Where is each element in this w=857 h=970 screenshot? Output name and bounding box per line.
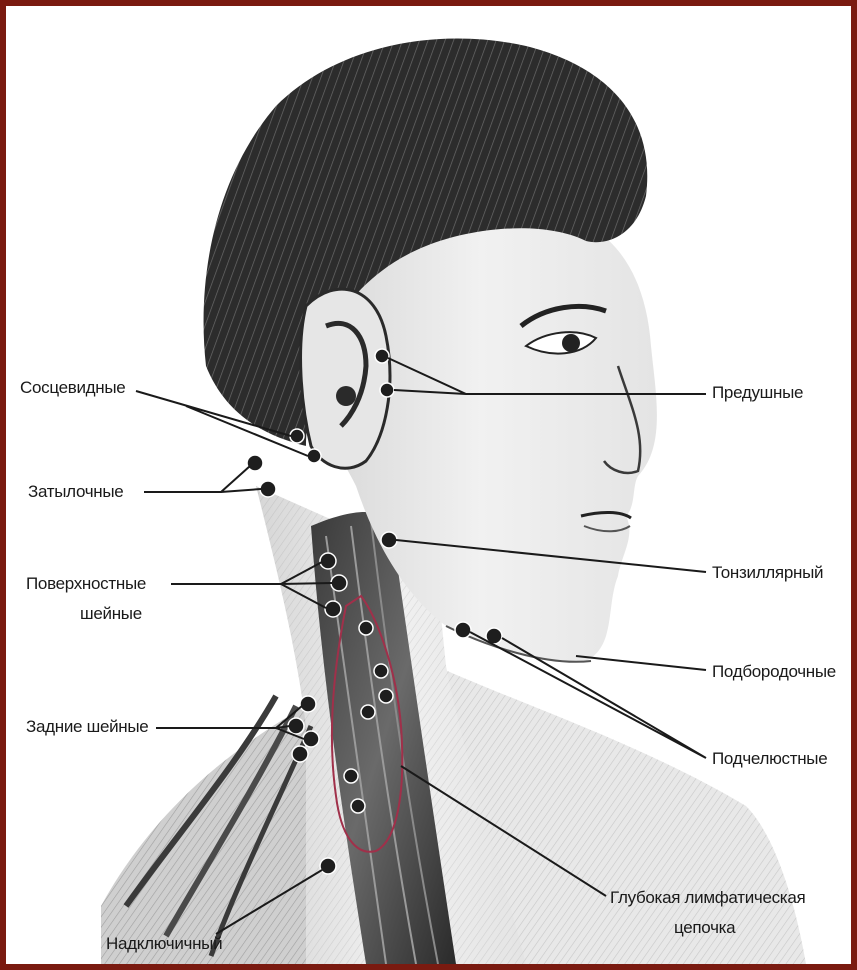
node-tonsillar xyxy=(381,532,397,548)
label-mastoid: Сосцевидные xyxy=(20,378,125,398)
node-deep-4 xyxy=(379,689,393,703)
node-deep-2 xyxy=(374,664,388,678)
node-preauricular-1 xyxy=(375,349,389,363)
leader-occipital xyxy=(144,466,261,492)
node-posterior-3 xyxy=(303,731,319,747)
label-superficial-line2: шейные xyxy=(80,604,142,624)
node-deep-3 xyxy=(361,705,375,719)
label-submandibular: Подчелюстные xyxy=(712,749,827,769)
node-submandibular-1 xyxy=(455,622,471,638)
label-posterior-cervical: Задние шейные xyxy=(26,717,148,737)
label-deep-chain-line1: Глубокая лимфатическая xyxy=(610,888,805,908)
node-supraclavicular xyxy=(320,858,336,874)
node-deep-1 xyxy=(359,621,373,635)
head-neck-illustration xyxy=(6,6,851,964)
node-superficial-3 xyxy=(325,601,341,617)
label-superficial-line1: Поверхностные xyxy=(26,574,146,594)
node-posterior-1 xyxy=(300,696,316,712)
node-superficial-2 xyxy=(331,575,347,591)
label-preauricular: Предушные xyxy=(712,383,803,403)
node-posterior-4 xyxy=(292,746,308,762)
label-tonsillar: Тонзиллярный xyxy=(712,563,823,583)
ear xyxy=(301,289,390,468)
label-submental: Подбородочные xyxy=(712,662,836,682)
label-occipital: Затылочные xyxy=(28,482,123,502)
node-superficial-1 xyxy=(320,553,336,569)
label-deep-chain-line2: цепочка xyxy=(674,918,735,938)
node-occipital-2 xyxy=(260,481,276,497)
node-preauricular-2 xyxy=(380,383,394,397)
node-mastoid-2 xyxy=(307,449,321,463)
node-deep-6 xyxy=(351,799,365,813)
leader-submental xyxy=(576,656,706,670)
node-occipital-1 xyxy=(247,455,263,471)
node-deep-5 xyxy=(344,769,358,783)
label-supraclavicular: Надключичный xyxy=(106,934,222,954)
node-posterior-2 xyxy=(288,718,304,734)
diagram-frame: Сосцевидные Затылочные Поверхностные шей… xyxy=(6,6,851,964)
node-mastoid-1 xyxy=(290,429,304,443)
